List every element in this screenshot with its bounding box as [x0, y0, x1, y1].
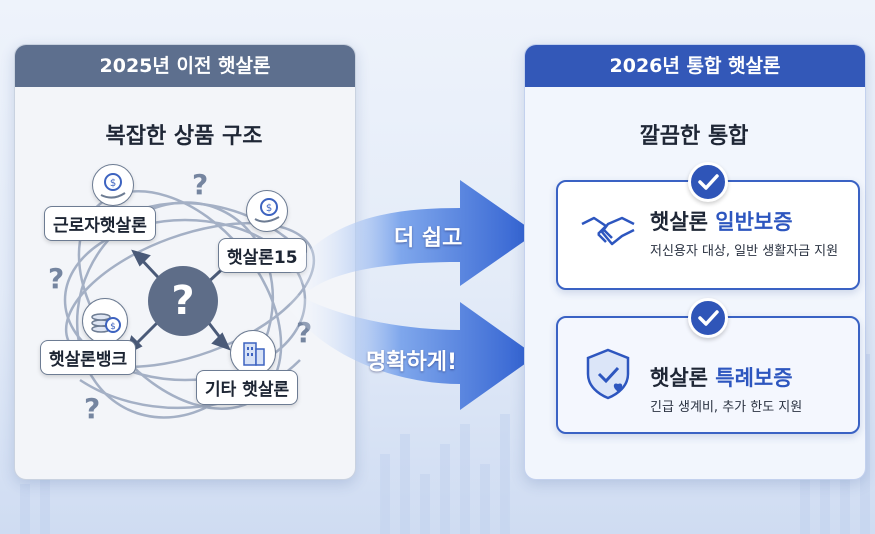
- money-hand-icon: $: [92, 164, 134, 206]
- arrow-label-clearer: 명확하게!: [366, 350, 457, 375]
- money-hand-icon: $: [246, 190, 288, 232]
- handshake-icon: [581, 216, 635, 246]
- question-mark-icon: ?: [84, 392, 101, 425]
- legacy-subtitle: 복잡한 상품 구조: [105, 124, 263, 149]
- arrow-label-easier: 더 쉽고: [394, 226, 463, 251]
- check-icon: [688, 162, 728, 202]
- question-mark-icon: ?: [192, 168, 209, 201]
- product-node: 근로자햇살론: [44, 206, 156, 241]
- svg-text:$: $: [110, 322, 116, 332]
- svg-text:$: $: [110, 178, 116, 189]
- shield-heart-icon: [586, 348, 630, 400]
- question-mark-icon: ?: [48, 262, 65, 295]
- card-description: 저신용자 대상, 일반 생활자금 지원: [650, 244, 839, 259]
- building-icon: [230, 330, 276, 376]
- product-card-general: 햇살론 일반보증 저신용자 대상, 일반 생활자금 지원: [556, 180, 860, 290]
- product-node: 기타 햇살론: [196, 370, 299, 405]
- arrow-easier: [290, 180, 536, 290]
- card-title: 햇살론 일반보증: [650, 210, 793, 234]
- card-title: 햇살론 특례보증: [650, 366, 793, 390]
- legacy-panel-header: 2025년 이전 햇살론: [15, 45, 355, 87]
- confusion-icon: ?: [148, 266, 218, 336]
- card-description: 긴급 생계비, 추가 한도 지원: [650, 400, 803, 415]
- svg-text:$: $: [266, 203, 272, 214]
- product-node: 햇살론뱅크: [40, 340, 137, 375]
- check-icon: [688, 298, 728, 338]
- coin-stack-icon: $: [82, 298, 128, 344]
- integrated-subtitle: 깔끔한 통합: [639, 124, 749, 149]
- integrated-panel-header: 2026년 통합 햇살론: [525, 45, 865, 87]
- arrow-clearer: [290, 290, 536, 410]
